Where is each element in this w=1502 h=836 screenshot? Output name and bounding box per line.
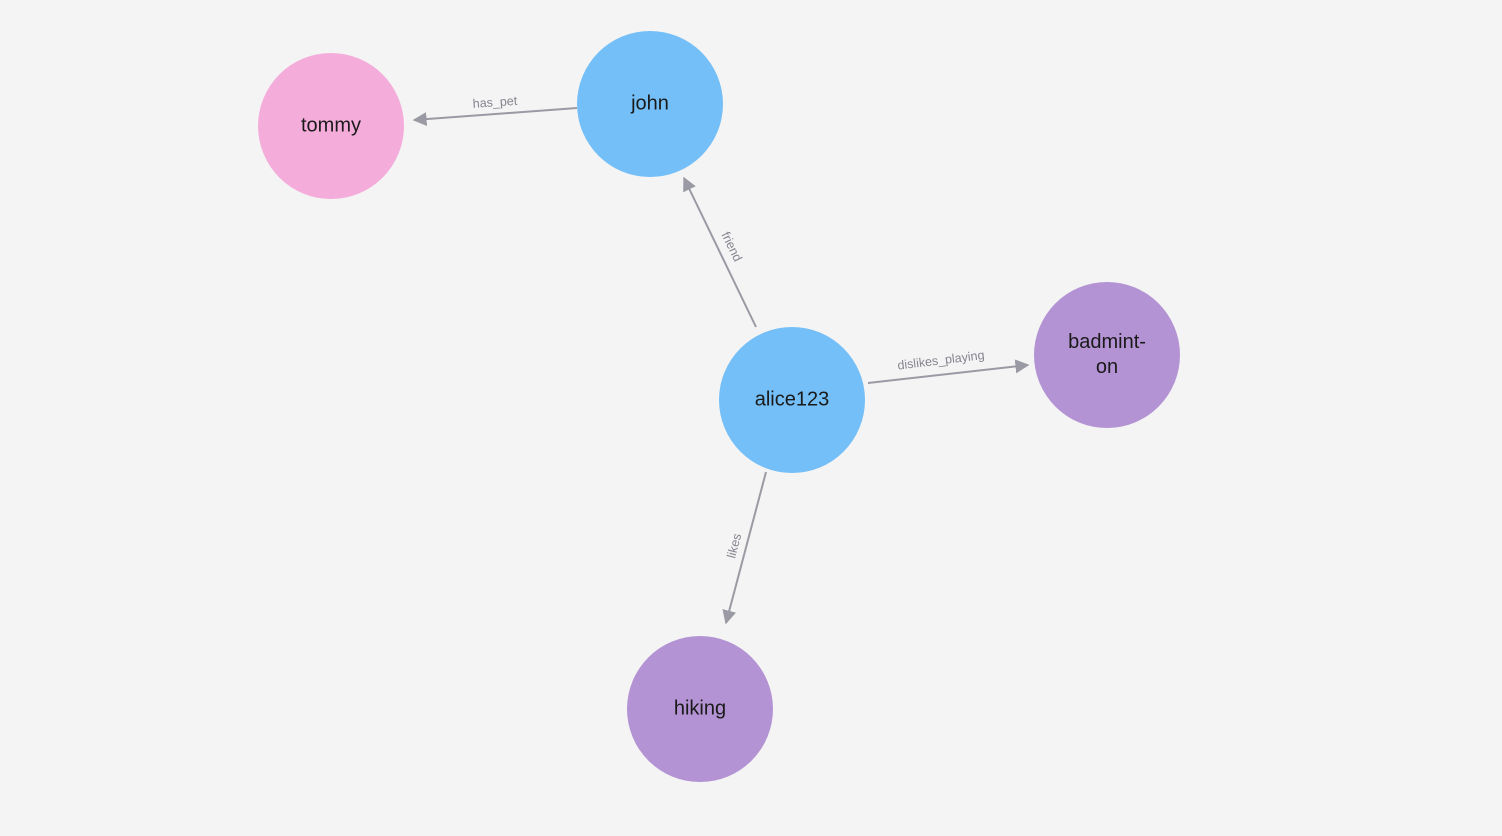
node-circle-badminton[interactable] bbox=[1034, 282, 1180, 428]
edge-line-alice123-likes-hiking bbox=[722, 471, 767, 625]
node-circle-john[interactable] bbox=[577, 31, 723, 177]
node-circle-alice123[interactable] bbox=[719, 327, 865, 473]
edge-line-alice123-dislikes_playing-badminton bbox=[867, 359, 1030, 384]
graph-node-hiking[interactable]: hiking bbox=[627, 636, 773, 782]
graph-node-alice123[interactable]: alice123 bbox=[719, 327, 865, 473]
node-circle-tommy[interactable] bbox=[258, 53, 404, 199]
graph-node-badminton[interactable]: badmint-on bbox=[1034, 282, 1180, 428]
graph-node-john[interactable]: john bbox=[577, 31, 723, 177]
node-circle-hiking[interactable] bbox=[627, 636, 773, 782]
edge-line-john-has_pet-tommy bbox=[412, 107, 578, 127]
graph-node-tommy[interactable]: tommy bbox=[258, 53, 404, 199]
edge-line-alice123-friend-john bbox=[683, 176, 757, 328]
